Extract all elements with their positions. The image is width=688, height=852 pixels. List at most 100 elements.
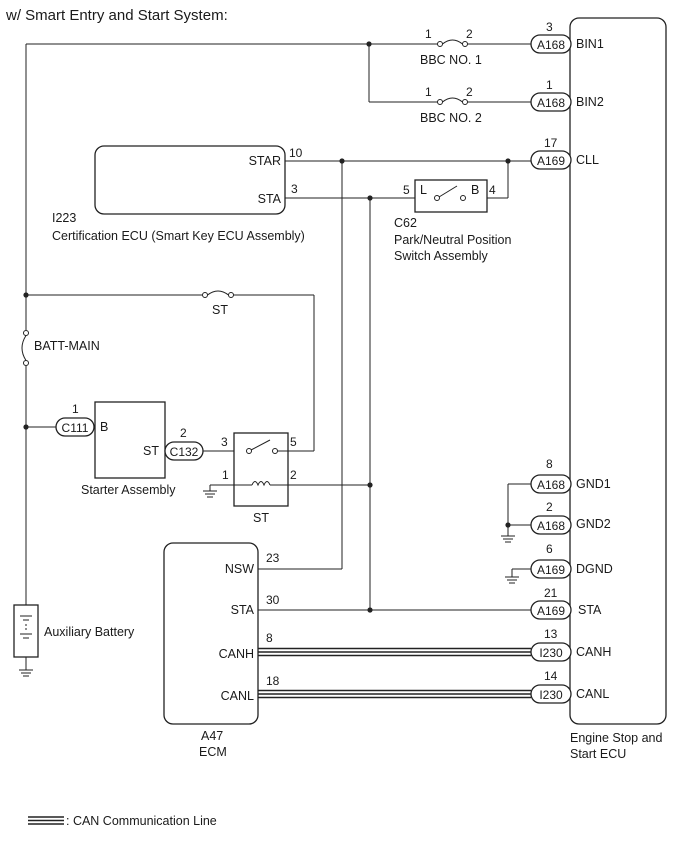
ecu-pin-number: 2	[546, 500, 553, 514]
certification-ecu-box	[94, 145, 286, 215]
ground-wire-gnd1-gnd2	[507, 483, 531, 536]
ecu-pin-number: 17	[544, 136, 558, 150]
aux-battery-label: Auxiliary Battery	[44, 625, 135, 639]
svg-text:I230: I230	[539, 646, 563, 660]
fuse-pin: 1	[425, 27, 432, 41]
ecm-pin-nsw: NSW	[225, 562, 254, 576]
svg-text:A168: A168	[537, 519, 565, 533]
pin-number: 8	[266, 631, 273, 645]
st-fuse	[26, 290, 315, 451]
ecu-terminal-label: STA	[578, 603, 602, 617]
connector-pill: C132	[164, 441, 204, 461]
pn-switch-name-2: Switch Assembly	[394, 249, 489, 263]
cert-ecu-pin-star: STAR	[249, 154, 281, 168]
ecu-terminal-label: BIN2	[576, 95, 604, 109]
svg-text:I230: I230	[539, 688, 563, 702]
connector-pill: I230	[530, 684, 572, 704]
pn-switch-name-1: Park/Neutral Position	[394, 233, 511, 247]
ground-wire-dgnd	[511, 568, 531, 577]
svg-text:A169: A169	[537, 154, 565, 168]
canh-line	[258, 647, 531, 657]
ecu-pin-number: 8	[546, 457, 553, 471]
starter-pin-st: ST	[143, 444, 159, 458]
fuse-pin: 1	[425, 85, 432, 99]
batt-main-label: BATT-MAIN	[34, 339, 100, 353]
ecu-terminal-label: GND1	[576, 477, 611, 491]
ecu-pin-number: 6	[546, 542, 553, 556]
ecu-terminal-label: GND2	[576, 517, 611, 531]
svg-text:A168: A168	[537, 96, 565, 110]
relay-pin: 2	[290, 468, 297, 482]
pin-number: 2	[180, 426, 187, 440]
st-relay	[233, 432, 314, 507]
ground-icon	[501, 535, 515, 543]
connector-pill: A169	[530, 600, 572, 620]
cert-ecu-name: Certification ECU (Smart Key ECU Assembl…	[52, 229, 305, 243]
bbc-no1-label: BBC NO. 1	[420, 53, 482, 67]
ecm-pin-canh: CANH	[219, 647, 254, 661]
legend-text: : CAN Communication Line	[66, 814, 217, 828]
pn-switch-code: C62	[394, 216, 417, 230]
pn-switch-pin-l: L	[420, 183, 427, 197]
connector-pill: A169	[530, 150, 572, 170]
ecm-code: A47	[201, 729, 223, 743]
svg-text:C132: C132	[170, 445, 199, 459]
pin-number: 10	[289, 146, 303, 160]
connector-pill: A168	[530, 92, 572, 112]
park-neutral-switch	[414, 179, 508, 213]
junction-dot	[367, 195, 373, 201]
svg-text:C111: C111	[62, 421, 89, 435]
diagram-title: w/ Smart Entry and Start System:	[5, 7, 228, 24]
starter-assembly-box	[94, 401, 166, 479]
pin-number: 30	[266, 593, 280, 607]
st-fuse-label: ST	[212, 303, 228, 317]
connector-pill: I230	[530, 642, 572, 662]
legend-can-symbol	[28, 816, 64, 825]
relay-pin: 1	[222, 468, 229, 482]
battery-icon	[13, 604, 39, 677]
st-relay-label: ST	[253, 511, 269, 525]
bbc-no1-fuse	[420, 39, 531, 47]
engine-stop-start-ecu-box	[569, 17, 667, 725]
canl-line	[258, 689, 531, 699]
ecu-terminal-label: CLL	[576, 153, 599, 167]
ecu-terminal-label: BIN1	[576, 37, 604, 51]
pin-number: 4	[489, 183, 496, 197]
svg-text:A168: A168	[537, 478, 565, 492]
engine-stop-start-ecu-label-2: Start ECU	[570, 747, 626, 761]
ecu-pin-number: 13	[544, 627, 558, 641]
pin-number: 18	[266, 674, 280, 688]
pin-number: 5	[403, 183, 410, 197]
bbc-no2-label: BBC NO. 2	[420, 111, 482, 125]
cert-ecu-pin-sta: STA	[258, 192, 282, 206]
ecm-box	[163, 542, 259, 725]
connector-pill: A168	[530, 474, 572, 494]
connector-pill: A168	[530, 34, 572, 54]
ecu-pin-number: 14	[544, 669, 558, 683]
pn-switch-pin-b: B	[471, 183, 479, 197]
relay-pin: 5	[290, 435, 297, 449]
ecm-pin-sta: STA	[231, 603, 255, 617]
ground-icon	[203, 484, 234, 498]
ground-icon	[505, 576, 519, 584]
ecu-pin-number: 21	[544, 586, 558, 600]
ecu-pin-number: 3	[546, 20, 553, 34]
bbc-no2-fuse	[368, 44, 531, 105]
svg-text:A168: A168	[537, 38, 565, 52]
fuse-pin: 2	[466, 27, 473, 41]
starter-assembly-label: Starter Assembly	[81, 483, 176, 497]
batt-main-fuse	[21, 330, 29, 366]
fuse-pin: 2	[466, 85, 473, 99]
pin-number: 3	[291, 182, 298, 196]
ecu-terminal-label: CANH	[576, 645, 611, 659]
connector-pill: A169	[530, 559, 572, 579]
pin-number: 23	[266, 551, 280, 565]
ecm-pin-canl: CANL	[221, 689, 254, 703]
connector-pill: A168	[530, 515, 572, 535]
svg-text:A169: A169	[537, 604, 565, 618]
pin-number: 1	[72, 402, 79, 416]
relay-pin: 3	[221, 435, 228, 449]
connector-pill: C111	[55, 417, 95, 437]
svg-text:A169: A169	[537, 563, 565, 577]
